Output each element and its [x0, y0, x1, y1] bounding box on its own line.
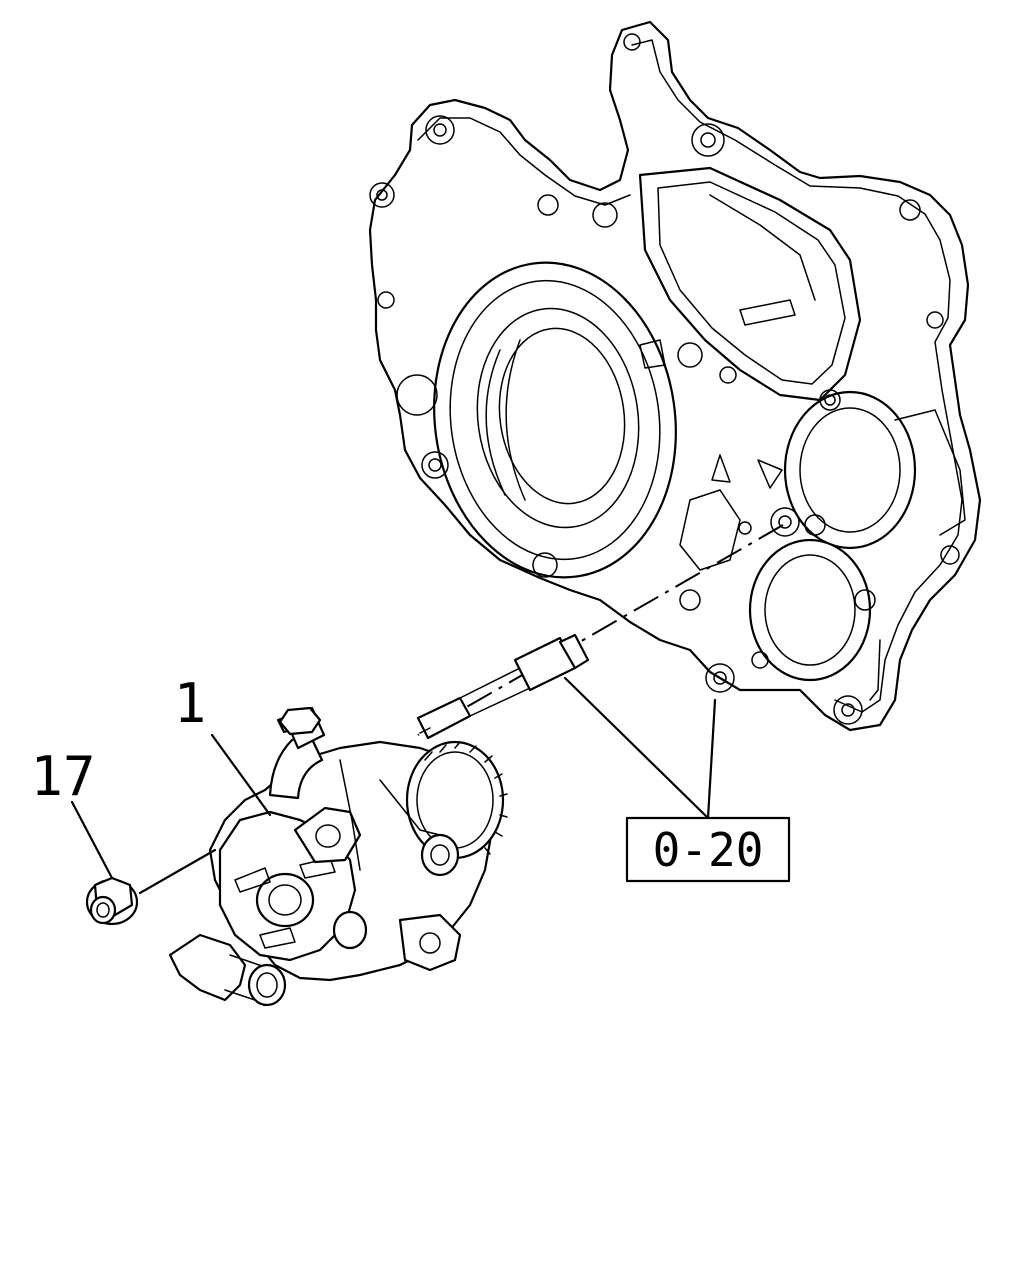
- reference-leaders: [563, 676, 717, 820]
- reference-box-label: 0-20: [653, 823, 764, 877]
- callout-1-leader: [210, 733, 272, 817]
- stud-bolt: [416, 633, 590, 740]
- reference-box: 0-20: [625, 816, 791, 883]
- engine-front-cover: [368, 20, 982, 732]
- callout-17: 17: [30, 745, 95, 808]
- flange-nut: [85, 876, 139, 926]
- vacuum-pump: [168, 706, 508, 1007]
- callout-17-leader: [70, 800, 114, 880]
- nut-to-pump-leader: [138, 848, 217, 895]
- callout-1: 1: [174, 672, 207, 735]
- assembly-axis-line: [417, 524, 784, 736]
